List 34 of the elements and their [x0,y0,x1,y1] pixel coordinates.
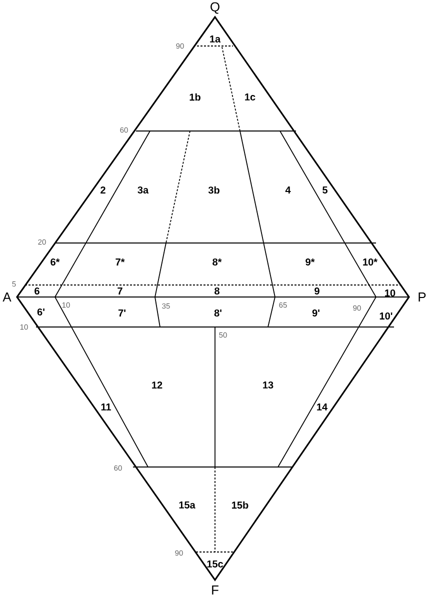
field-number: 4 [285,186,291,194]
field-number: 1b [190,93,200,101]
field-number: 9' [312,309,320,317]
field-number: 10* [363,258,378,266]
field-number: 1a [210,36,221,42]
field-number: 7* [116,258,125,266]
vertex-label: F [212,586,218,594]
field-number: 13 [263,381,274,389]
vertex-label: Q [210,2,220,14]
field-number: 9 [314,287,320,295]
vertex-label: A [2,292,12,302]
field-number: 6* [50,258,60,266]
field-number: 2 [100,186,106,194]
field-number: 11 [101,404,111,410]
field-number: 8 [214,287,220,295]
field-number: 7 [118,288,122,294]
field-number: 15b [232,501,248,509]
field-number: 5 [322,186,328,194]
field-number: 6 [34,287,40,295]
field-number: 10 [385,289,396,297]
field-number: 12 [152,382,162,388]
field-number: 6' [37,308,44,316]
field-number: 7' [118,310,126,316]
field-number: 3a [138,186,149,194]
field-number: 9* [306,258,315,266]
field-number: 15a [179,502,196,508]
field-number: 1c [245,94,256,100]
field-number: 3b [208,186,220,194]
field-number: 15c [207,560,224,568]
field-number: 8' [214,309,222,317]
vertex-label: P [418,292,426,302]
field-number: 14 [317,404,328,410]
field-number: 8* [212,258,222,266]
field-number: 10' [380,312,392,320]
